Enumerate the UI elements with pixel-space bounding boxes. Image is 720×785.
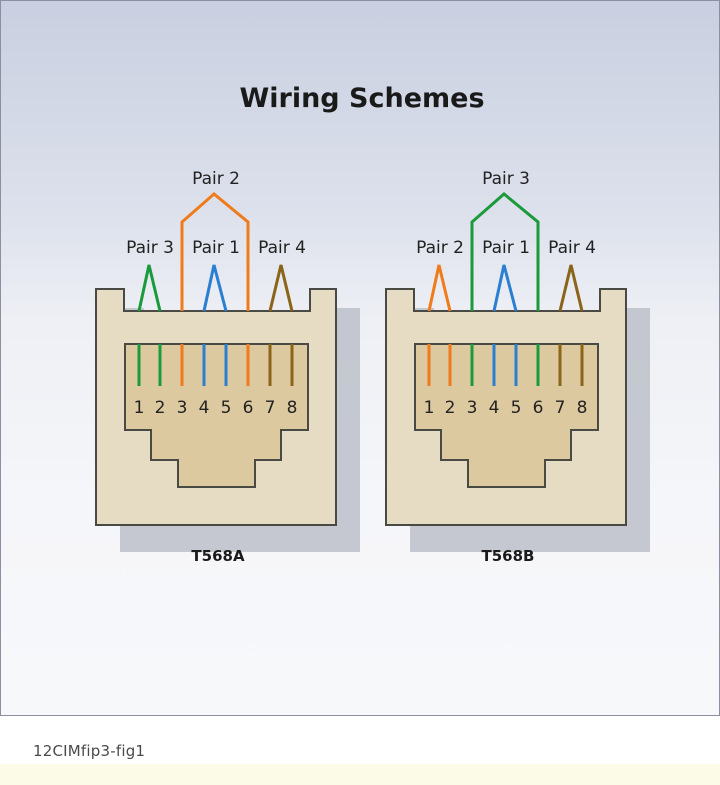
pair-label-left: Pair 3 [126,238,174,258]
pair-loop-top [180,192,250,311]
jack-name: T568A [191,547,245,565]
pair-loop-right [558,264,584,312]
pin-number: 8 [287,398,298,418]
pin-number: 2 [155,398,166,418]
pin-number: 4 [489,398,500,418]
caption-band [0,716,720,785]
jack-name: T568B [482,547,535,565]
pin-number: 8 [577,398,588,418]
pair-label-top: Pair 3 [482,169,530,189]
pair-loop-top [470,192,540,311]
pin-number: 6 [533,398,544,418]
pair-label-right: Pair 4 [548,238,596,258]
pin-number: 2 [445,398,456,418]
pair-label-top: Pair 2 [192,169,240,189]
pin-number: 3 [467,398,478,418]
pair-label-right: Pair 4 [258,238,306,258]
caption-strip [0,764,720,785]
diagram-title: Wiring Schemes [239,83,484,114]
pin-number: 3 [177,398,188,418]
pair-label-center: Pair 1 [192,238,240,258]
pin-number: 6 [243,398,254,418]
pair-loop-center [492,264,518,312]
pin-number: 7 [265,398,276,418]
jack-cavity [414,343,599,488]
pair-loop-left [427,264,452,312]
pin-number: 1 [134,398,145,418]
pin-number: 7 [555,398,566,418]
pair-loop-center [202,264,228,312]
figure-caption: 12CIMfip3-fig1 [33,742,146,760]
pin-number: 4 [199,398,210,418]
jack-cavity [124,343,309,488]
pin-number: 5 [221,398,232,418]
pair-loop-right [268,264,294,312]
pair-loop-left [137,264,162,312]
pin-number: 1 [424,398,435,418]
pair-label-left: Pair 2 [416,238,464,258]
pair-label-center: Pair 1 [482,238,530,258]
pin-number: 5 [511,398,522,418]
